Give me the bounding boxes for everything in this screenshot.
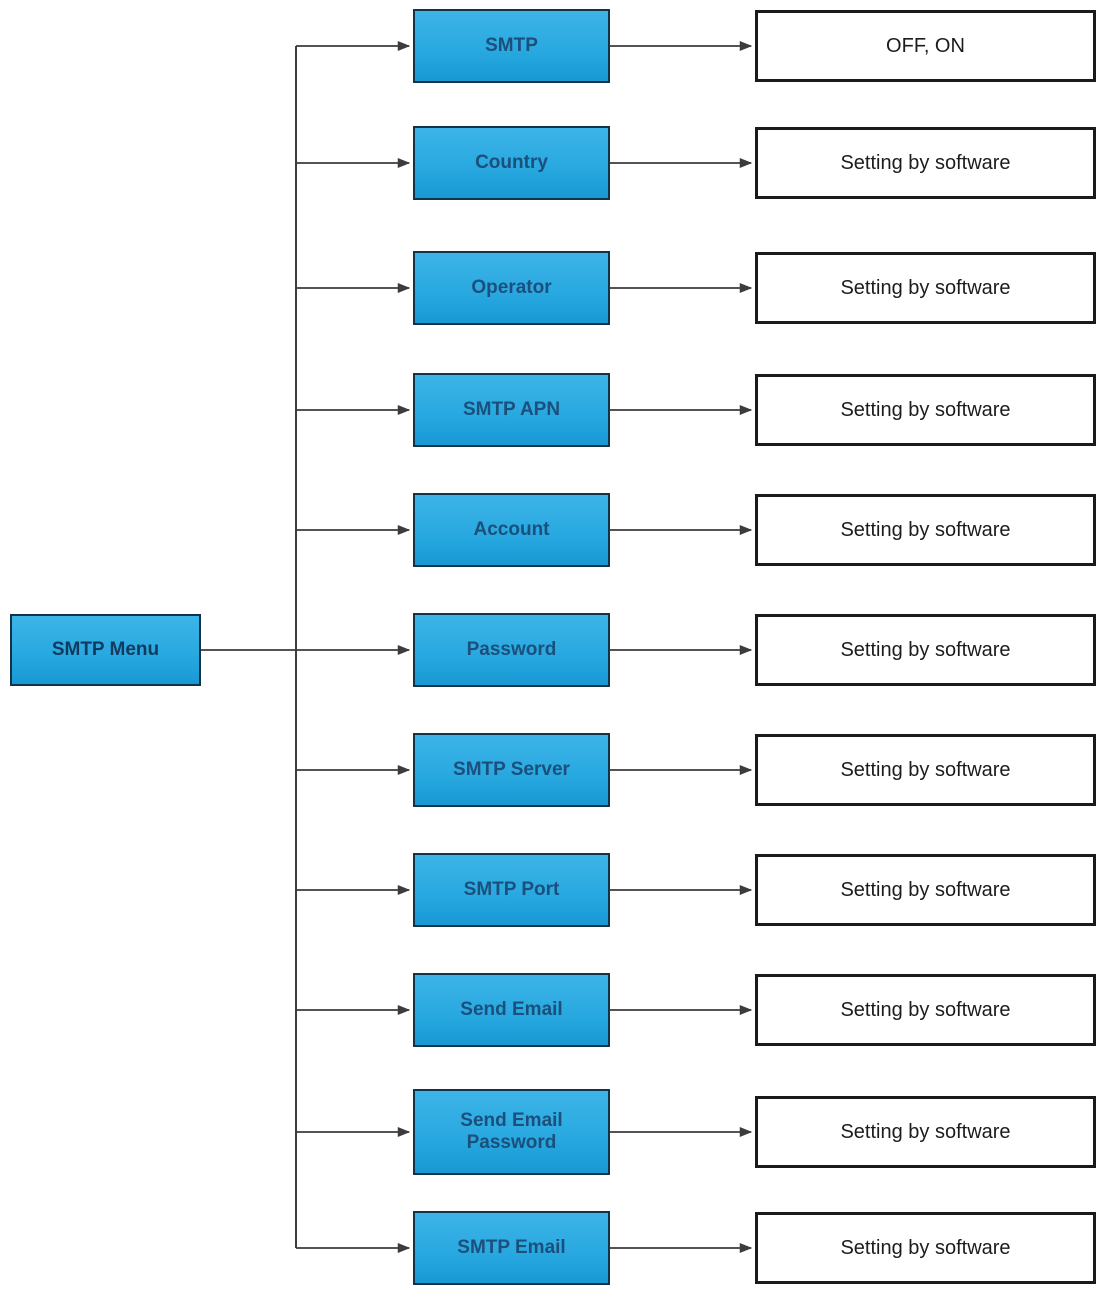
value-node-smtp-apn: Setting by software — [755, 374, 1096, 446]
menu-node-smtp-server: SMTP Server — [413, 733, 610, 807]
value-node-smtp-email: Setting by software — [755, 1212, 1096, 1284]
value-node-label: Setting by software — [840, 518, 1011, 541]
value-node-label: Setting by software — [840, 151, 1011, 174]
value-node-label: Setting by software — [840, 638, 1011, 661]
menu-node-label: Password — [466, 639, 557, 661]
menu-node-smtp-email: SMTP Email — [413, 1211, 610, 1285]
menu-node-label: SMTP Server — [453, 759, 570, 781]
menu-node-label: Country — [475, 152, 548, 174]
value-node-operator: Setting by software — [755, 252, 1096, 324]
value-node-label: Setting by software — [840, 998, 1011, 1021]
root-node-label: SMTP Menu — [51, 639, 160, 661]
menu-node-smtp-apn: SMTP APN — [413, 373, 610, 447]
menu-node-country: Country — [413, 126, 610, 200]
value-node-send-email: Setting by software — [755, 974, 1096, 1046]
value-node-label: Setting by software — [840, 1236, 1011, 1259]
menu-node-label: SMTP — [485, 35, 538, 57]
root-node-smtp-menu: SMTP Menu — [10, 614, 201, 686]
menu-node-label: Send Email — [460, 999, 563, 1021]
value-node-smtp-server: Setting by software — [755, 734, 1096, 806]
value-node-label: Setting by software — [840, 398, 1011, 421]
value-node-label: Setting by software — [840, 1120, 1011, 1143]
menu-node-smtp: SMTP — [413, 9, 610, 83]
menu-node-account: Account — [413, 493, 610, 567]
menu-node-password: Password — [413, 613, 610, 687]
menu-node-operator: Operator — [413, 251, 610, 325]
menu-node-smtp-port: SMTP Port — [413, 853, 610, 927]
value-node-label: OFF, ON — [886, 34, 965, 57]
value-node-label: Setting by software — [840, 276, 1011, 299]
menu-node-send-email: Send Email — [413, 973, 610, 1047]
menu-node-send-email-password: Send Email Password — [413, 1089, 610, 1175]
menu-node-label: Account — [473, 519, 550, 541]
menu-node-label: SMTP Port — [463, 879, 560, 901]
value-node-label: Setting by software — [840, 758, 1011, 781]
menu-node-label: Operator — [471, 277, 552, 299]
value-node-smtp-port: Setting by software — [755, 854, 1096, 926]
menu-node-label: SMTP APN — [462, 399, 561, 421]
value-node-password: Setting by software — [755, 614, 1096, 686]
menu-node-label: Send Email Password — [460, 1110, 563, 1153]
menu-node-label: SMTP Email — [457, 1237, 566, 1259]
value-node-smtp: OFF, ON — [755, 10, 1096, 82]
value-node-account: Setting by software — [755, 494, 1096, 566]
value-node-send-email-password: Setting by software — [755, 1096, 1096, 1168]
value-node-label: Setting by software — [840, 878, 1011, 901]
value-node-country: Setting by software — [755, 127, 1096, 199]
